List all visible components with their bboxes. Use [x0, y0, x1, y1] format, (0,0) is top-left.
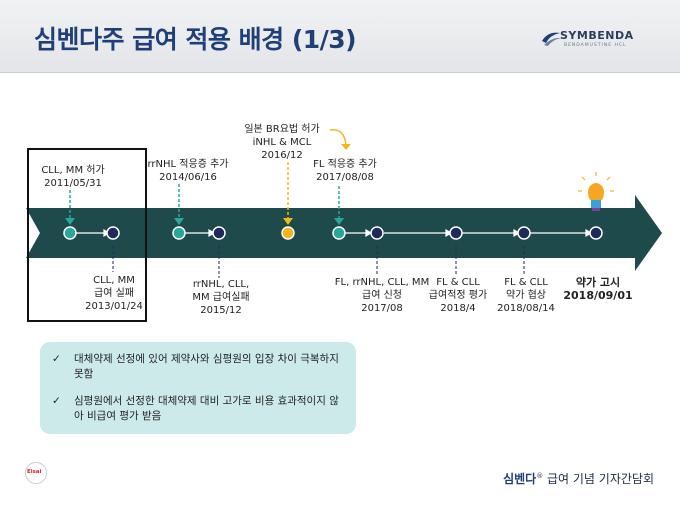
event-label: rrNHL, CLL, MM 급여실패 2015/12	[192, 279, 250, 316]
event-label: FL 적응증 추가 2017/08/08	[313, 159, 377, 183]
event-label: CLL, MM 급여 실패 2013/01/24	[85, 275, 143, 312]
event-label: 일본 BR요법 허가 iNHL & MCL 2016/12	[244, 124, 320, 161]
timeline-graphic	[26, 129, 662, 322]
milestone-dot	[589, 226, 603, 240]
bullet-text: 대체약제 선정에 있어 제약사와 심평원의 입장 차이 극복하지 못함	[74, 353, 339, 380]
milestone-dot	[63, 226, 77, 240]
milestone-dot	[517, 226, 531, 240]
milestone-dot	[332, 226, 346, 240]
eisai-logo: Eisai	[25, 462, 47, 484]
milestone-dot	[281, 226, 295, 240]
lightbulb-icon	[578, 172, 614, 211]
pointer-arrows	[65, 129, 525, 278]
slide-header: 심벤다주 급여 적용 배경 (1/3) SYMBENDA BENDAMUSTIN…	[0, 0, 680, 73]
logo-swoosh-icon	[542, 32, 561, 46]
bullet-item: ✓ 대체약제 선정에 있어 제약사와 심평원의 입장 차이 극복하지 못함	[52, 352, 352, 386]
slide-title: 심벤다주 급여 적용 배경 (1/3)	[34, 25, 357, 54]
footer-brand: 심벤다	[503, 472, 537, 486]
milestone-dot	[212, 226, 226, 240]
check-icon: ✓	[52, 353, 61, 365]
footer-text: 급여 기념 기자간담회	[543, 472, 654, 486]
event-label: FL & CLL 급여적정 평가 2018/4	[428, 277, 488, 314]
event-label: FL & CLL 약가 협상 2018/08/14	[497, 277, 555, 314]
reason-box: ✓ 대체약제 선정에 있어 제약사와 심평원의 입장 차이 극복하지 못함 ✓ …	[40, 342, 356, 434]
footer-reg: ®	[536, 472, 544, 480]
footer-caption: 심벤다® 급여 기념 기자간담회	[503, 470, 654, 487]
highlight-frame	[27, 148, 147, 322]
bullet-text: 심평원에서 선정한 대체약제 대비 고가로 비용 효과적이지 않아 비급여 평가…	[74, 395, 339, 422]
event-label-final: 약가 고시 2018/09/01	[563, 276, 633, 302]
milestone-dot	[172, 226, 186, 240]
milestone-dot	[370, 226, 384, 240]
symbenda-logo: SYMBENDA BENDAMUSTINE HCL	[540, 24, 660, 54]
bullet-item: ✓ 심평원에서 선정한 대체약제 대비 고가로 비용 효과적이지 않아 비급여 …	[52, 394, 352, 428]
check-icon: ✓	[52, 395, 61, 407]
event-label: CLL, MM 허가 2011/05/31	[41, 165, 105, 189]
milestone-dot	[106, 226, 120, 240]
event-label: rrNHL 적응증 추가 2014/06/16	[147, 159, 229, 183]
logo-name: SYMBENDA	[560, 29, 634, 42]
event-label: FL, rrNHL, CLL, MM 급여 신청 2017/08	[334, 277, 430, 314]
milestone-dot	[449, 226, 463, 240]
logo-subtitle: BENDAMUSTINE HCL	[564, 43, 627, 48]
